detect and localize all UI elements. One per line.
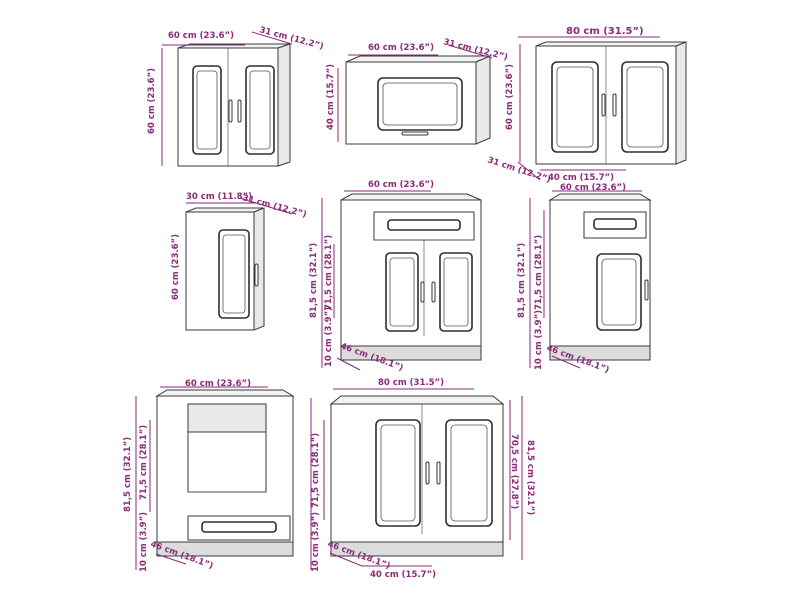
flap-panel-inner [382,82,458,126]
plinth-label: 10 cm (3.9”) [324,307,334,367]
cabinet-top [185,207,265,213]
cabinet-top [535,41,687,47]
inner-label: 40 cm (15.7”) [370,570,436,580]
drawer-handle [593,218,637,230]
door-panel [385,252,419,332]
depth-dim-line [336,357,361,371]
flap-handle [401,131,429,136]
door-panel [245,65,275,155]
door-panel [439,252,473,332]
cabinet-top [345,55,491,63]
height-total-label: 81,5 cm (32.1”) [517,243,527,318]
door-panel-inner [450,424,488,522]
width-label: 60 cm (23.6”) [368,180,434,190]
door-panel [218,229,250,319]
plinth-label: 10 cm (3.9”) [534,310,544,370]
door-handle [601,93,606,117]
width-label: 60 cm (23.6”) [368,43,434,53]
depth-dim-line [517,161,541,181]
sink-cabinet-80: 80 cm (31.5”) 10 cm (3.9”) 71,5 cm (28.1… [310,378,535,580]
height-body-label: 71,5 cm (28.1”) [324,235,334,310]
oven-cabinet-60: 60 cm (23.6”) 81,5 cm (32.1”) 71,5 cm (2… [123,379,295,572]
cabinet-plinth [549,345,651,361]
door-handle [612,93,617,117]
wall-cabinet-80-two-doors: 80 cm (31.5”) 60 cm (23.6”) 31 cm (12.2”… [486,26,687,185]
cabinet-plinth [156,541,294,557]
door-panel-inner [196,70,218,150]
oven-top-shelf [187,403,267,433]
door-handle [431,281,436,303]
width-label: 60 cm (23.6”) [168,31,234,41]
cabinet-side [475,55,491,145]
door-panel [445,419,493,527]
door-handle [425,461,430,485]
height-body-label: 71,5 cm (28.1”) [534,235,544,310]
cabinet-side [675,41,687,165]
inner-label: 40 cm (15.7”) [548,173,614,183]
height-body-label: 71,5 cm (28.1”) [311,433,321,508]
height-label: 60 cm (23.6”) [505,64,515,130]
height-label: 40 cm (15.7”) [326,64,336,130]
door-handle [644,279,649,301]
door-panel-inner [601,258,637,326]
depth-dim-line [447,44,493,59]
height-total-label: 81,5 cm (32.1”) [309,243,319,318]
door-handle [228,99,233,123]
door-panel-inner [389,257,415,327]
wall-cabinet-30: 30 cm (11.8”) 31 cm (12.2”) 60 cm (23.6”… [171,192,308,331]
height-total-label: 81,5 cm (32.1”) [525,440,535,515]
height-label: 60 cm (23.6”) [147,68,157,134]
cabinet-top [329,395,505,405]
width-label: 60 cm (23.6”) [185,379,251,389]
wall-cabinet-60-two-doors: 60 cm (23.6”) 31 cm (12.2”) 60 cm (23.6”… [147,25,325,167]
width-label: 80 cm (31.5”) [566,26,644,37]
plinth-label: 10 cm (3.9”) [311,512,321,572]
door-panel [192,65,222,155]
depth-dim-line [239,197,293,215]
width-label: 60 cm (23.6”) [560,183,626,193]
height-body-label: 71,5 cm (28.1”) [139,425,149,500]
depth-dim-line [251,31,293,45]
door-handle [254,263,259,287]
cabinet-plinth [340,345,482,361]
depth-dim-line [329,552,363,567]
door-handle [237,99,242,123]
drawer-handle [387,219,461,231]
door-panel [375,419,421,527]
base-cabinet-60-drawer-one-door: 60 cm (23.6”) 81,5 cm (32.1”) 71,5 cm (2… [517,183,652,375]
width-label: 30 cm (11.8”) [186,192,252,202]
oven-drawer-handle [201,521,277,533]
oven-opening [187,431,267,493]
door-panel-inner [443,257,469,327]
door-panel-inner [222,234,246,314]
cabinet-top [155,389,295,397]
height-total-label: 81,5 cm (32.1”) [123,437,133,512]
width-label: 80 cm (31.5”) [378,378,444,388]
door-panel-inner [249,70,271,150]
wall-cabinet-60-flap: 60 cm (23.6”) 31 cm (12.2”) 40 cm (15.7”… [326,37,509,145]
height-inner-label: 70,5 cm (27.8”) [509,434,519,509]
cabinet-top [548,193,652,201]
door-panel [596,253,642,331]
door-panel [551,61,599,153]
flap-panel [377,77,463,131]
plinth-label: 10 cm (3.9”) [139,512,149,572]
depth-dim-line [155,553,187,565]
cabinet-side [277,43,291,167]
cabinet-top [340,193,482,201]
door-panel-inner [556,66,594,148]
door-handle [436,461,441,485]
cabinet-plinth [330,541,504,557]
height-label: 60 cm (23.6”) [171,234,181,300]
door-panel [621,61,669,153]
depth-dim-line [551,355,581,369]
door-panel-inner [380,424,416,522]
base-cabinet-60-drawer-two-doors: 60 cm (23.6”) 81,5 cm (32.1”) 71,5 cm (2… [309,180,482,373]
door-panel-inner [626,66,664,148]
door-handle [420,281,425,303]
